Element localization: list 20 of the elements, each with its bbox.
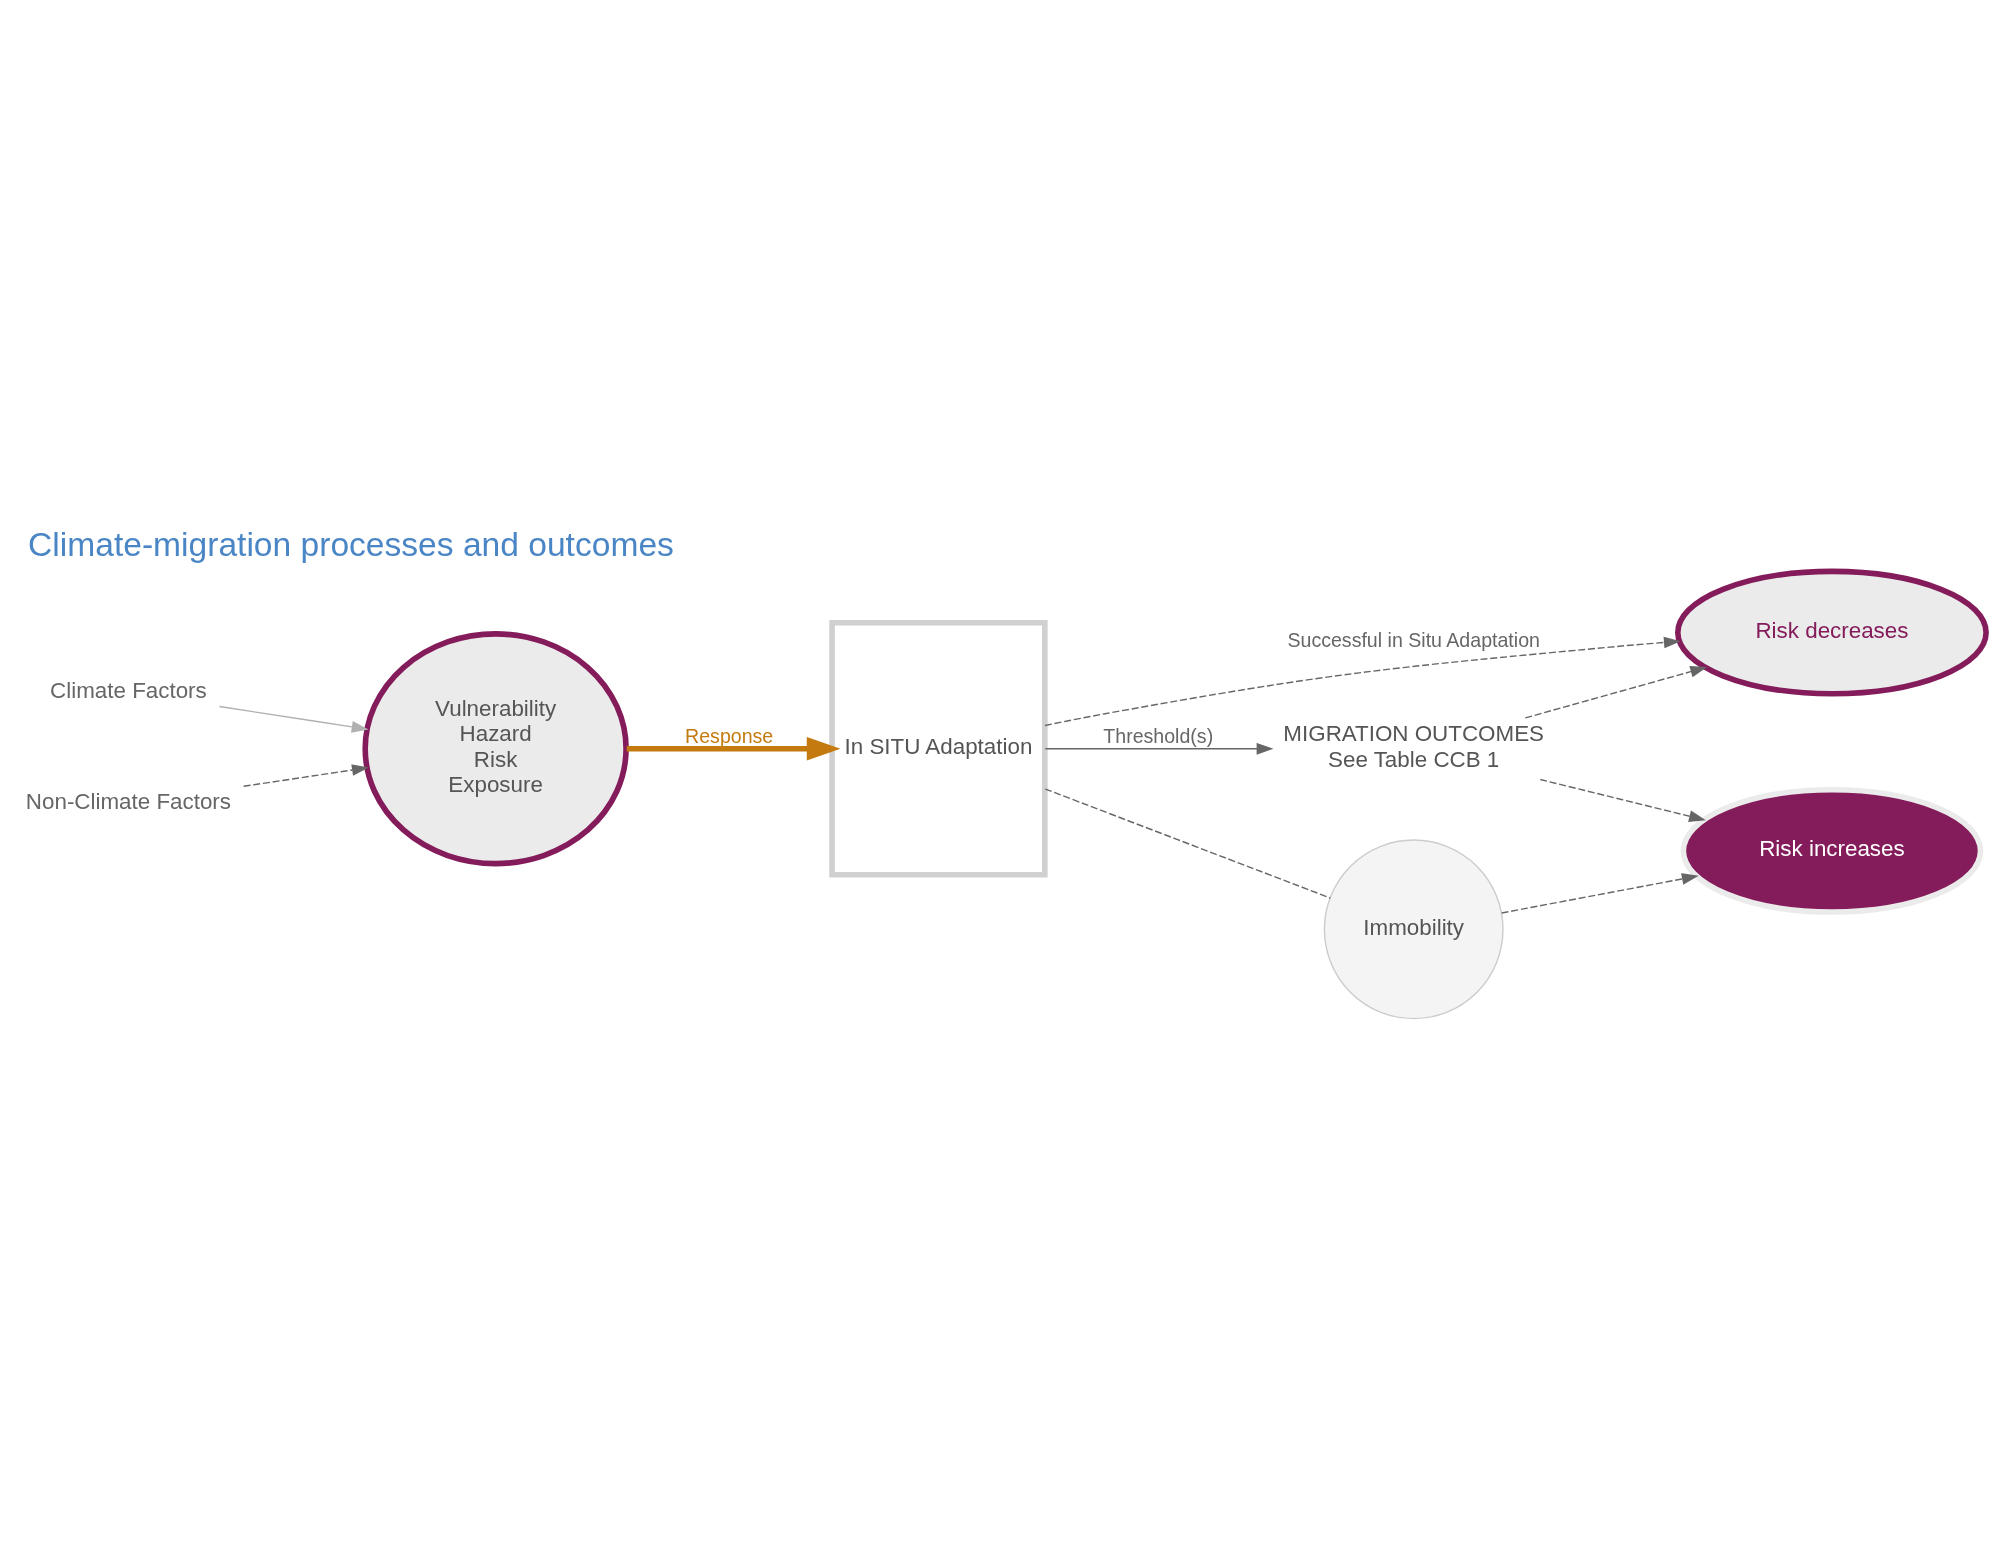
node-text: MIGRATION OUTCOMES See Table CCB 1 [1283,721,1544,772]
arrow [1524,665,1708,719]
edge-label: Successful in Situ Adaptation [1287,628,1540,651]
diagram-title: Climate-migration processes and outcomes [28,526,674,564]
arrow [626,736,841,761]
node-ellipse: Risk decreases [1675,568,1989,697]
arrow [1044,742,1274,755]
node-box: In SITU Adaptation [829,619,1048,878]
edge-label: Response [685,725,774,748]
node-circle: Immobility [1323,839,1504,1020]
arrow [1044,636,1681,727]
edge-label: Threshold(s) [1103,725,1214,748]
arrow [1501,873,1699,914]
arrow [1539,778,1706,822]
node-text: Climate Factors [50,678,207,704]
node-ellipse: Vulnerability Hazard Risk Exposure [362,631,629,867]
arrow [242,764,369,787]
arrow [218,705,369,733]
connector [1044,788,1331,899]
node-text: Non-Climate Factors [25,788,231,814]
